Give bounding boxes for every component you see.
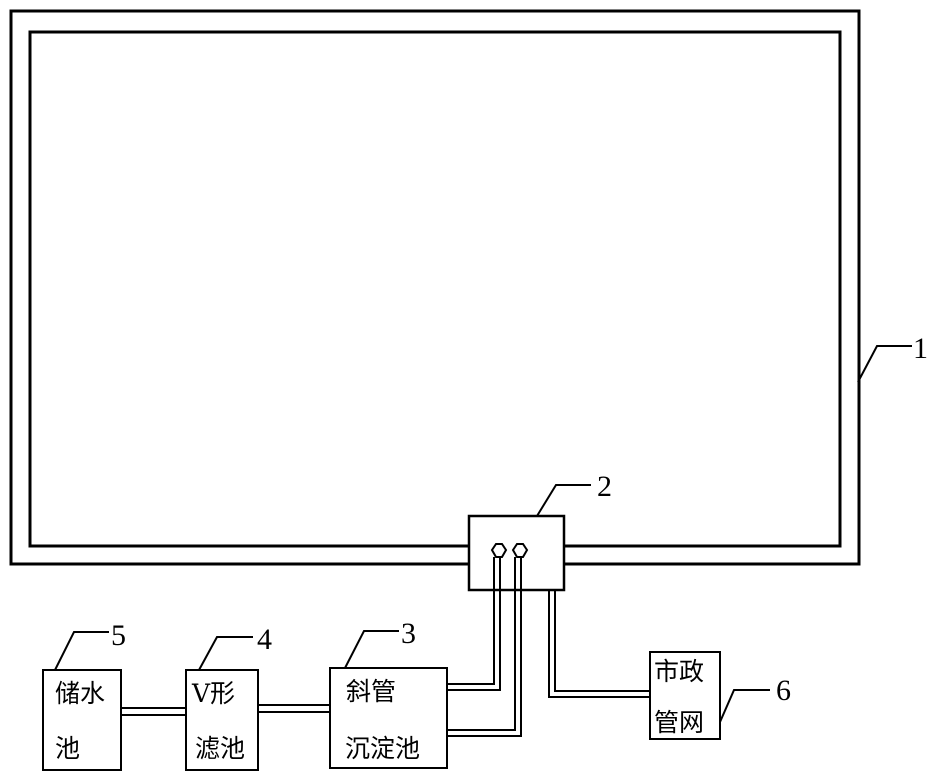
leader-line-1 [857,345,912,383]
municipal-label-line2: 管网 [654,708,704,737]
label-1: 1 [913,332,928,365]
leader-line-2 [536,484,591,517]
pipe-box-to-municipal-inner [554,590,650,692]
storage-tank-box-5 [42,669,122,771]
pipe-pump-left-to-sedimentation-inner [447,557,501,691]
pump-box-2 [467,514,566,592]
sedimentation-box-3 [329,667,448,769]
label-6: 6 [776,674,791,707]
process-boxes [42,651,721,771]
label-5: 5 [111,619,126,652]
enclosure-outer-frame [9,9,861,566]
pipe-pump-right-to-sedimentation-inner [447,557,522,737]
enclosure-inner-frame [28,30,842,548]
leader-line-6 [719,689,770,723]
pipe-pump-right-to-sedimentation [447,557,516,731]
sedimentation-label-line1: 斜管 [346,677,396,706]
pipes [121,557,650,737]
v-filter-box-4 [185,669,259,771]
leader-line-4 [198,636,253,671]
label-4: 4 [257,623,272,656]
pipe-pump-left-to-sedimentation [447,557,495,685]
label-2: 2 [597,470,612,503]
municipal-label-line1: 市政 [654,657,704,686]
storage-tank-label-line2: 池 [55,734,80,763]
pump-right-icon [511,543,529,558]
municipal-network-box-6 [649,651,721,740]
leader-line-3 [344,630,399,669]
label-3: 3 [401,617,416,650]
v-filter-label-line1: V形 [191,679,235,708]
enclosure-1 [9,9,861,566]
leader-lines [54,345,912,723]
sedimentation-label-line2: 沉淀池 [345,734,420,763]
pump-left-icon [490,543,508,558]
v-filter-label-line2: 滤池 [195,734,245,763]
pipe-box-to-municipal [548,590,650,698]
leader-line-5 [54,631,109,671]
storage-tank-label-line1: 储水 [55,679,105,708]
